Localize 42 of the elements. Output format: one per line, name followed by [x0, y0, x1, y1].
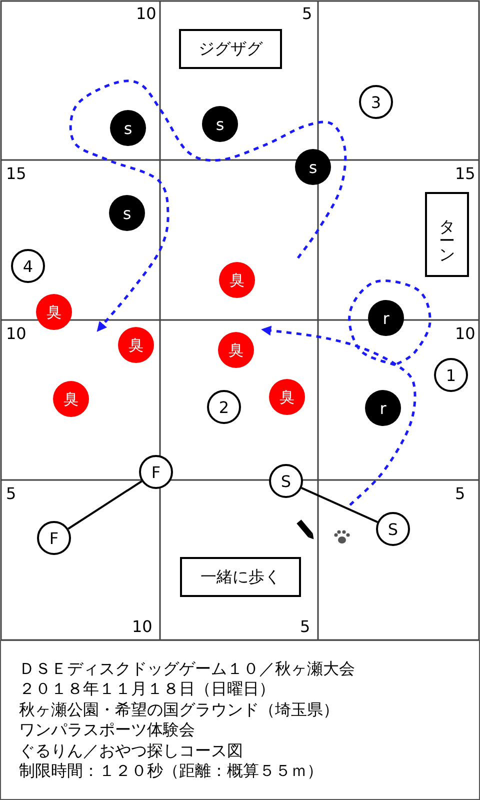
scent-marker: 臭: [269, 379, 305, 415]
station-sign: ジグザグ: [179, 29, 282, 69]
distance-number: 10: [136, 5, 156, 23]
distance-number: 5: [302, 5, 312, 23]
slalom-marker: s: [110, 110, 146, 146]
distance-number: 15: [455, 165, 476, 183]
station-sign: 一緒に歩く: [180, 557, 301, 597]
distance-number: 10: [455, 325, 476, 343]
info-line: 秋ヶ瀬公園・希望の国グラウンド（埼玉県）: [19, 700, 339, 720]
info-line: ＤＳＥディスクドッグゲーム１０／秋ヶ瀬大会: [19, 658, 355, 679]
scent-marker: 臭: [218, 332, 254, 368]
turn-marker: r: [368, 300, 404, 336]
start-marker: S: [376, 512, 410, 546]
distance-number: 5: [300, 618, 310, 636]
distance-number: 15: [6, 165, 26, 183]
scent-marker: 臭: [53, 381, 89, 417]
turn-marker: r: [365, 390, 401, 426]
info-panel: [0, 640, 480, 800]
start-marker: S: [269, 464, 303, 498]
slalom-marker: s: [295, 149, 331, 185]
finish-marker: F: [37, 521, 71, 555]
number-marker: 4: [11, 249, 45, 283]
connector-line: [68, 480, 142, 530]
finish-marker: F: [139, 455, 173, 489]
info-line: 制限時間：１２０秒（距離：概算５５ｍ）: [19, 761, 323, 782]
distance-number: 10: [6, 325, 26, 343]
info-line: ぐるりん／おやつ探しコース図: [19, 740, 243, 761]
distance-number: 5: [455, 485, 466, 503]
distance-number: 10: [132, 618, 152, 636]
scent-marker: 臭: [219, 262, 255, 298]
station-sign: ターン: [425, 192, 469, 277]
slalom-marker: s: [109, 195, 145, 231]
number-marker: 3: [359, 85, 393, 119]
info-line: ワンパラスポーツ体験会: [19, 720, 195, 740]
scent-marker: 臭: [36, 294, 72, 330]
connector-line: [301, 487, 378, 523]
number-marker: 1: [434, 358, 468, 392]
info-line: ２０１８年１１月１８日（日曜日）: [19, 679, 275, 700]
slalom-marker: s: [202, 106, 238, 142]
number-marker: 2: [207, 390, 241, 424]
scent-marker: 臭: [118, 327, 154, 363]
distance-number: 5: [6, 485, 16, 503]
